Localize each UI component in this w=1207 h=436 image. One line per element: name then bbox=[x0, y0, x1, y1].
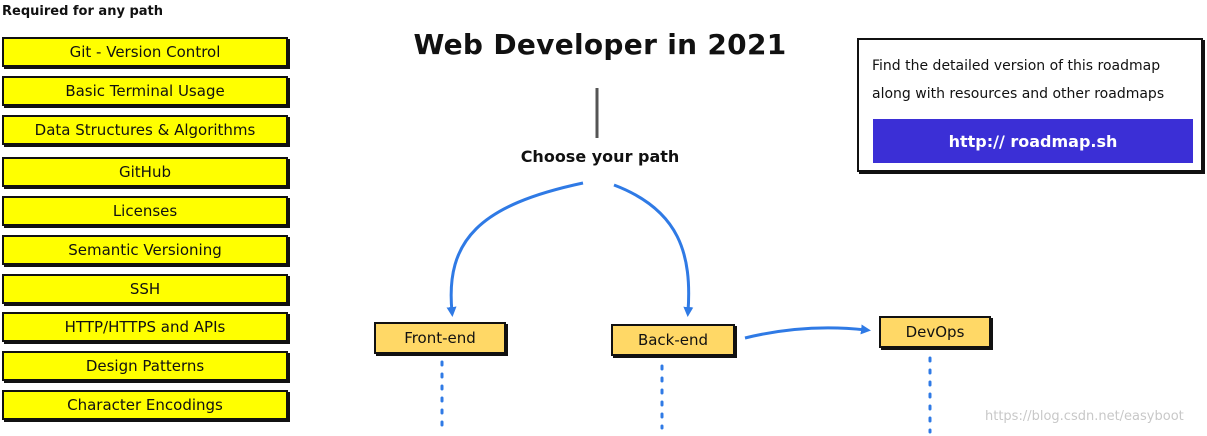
topic-semantic-versioning[interactable]: Semantic Versioning bbox=[2, 235, 288, 265]
topic-http-apis[interactable]: HTTP/HTTPS and APIs bbox=[2, 312, 288, 342]
info-text-line-1: Find the detailed version of this roadma… bbox=[872, 58, 1161, 74]
required-heading: Required for any path bbox=[2, 4, 164, 19]
topic-licenses[interactable]: Licenses bbox=[2, 196, 288, 226]
watermark-text: https://blog.csdn.net/easyboot bbox=[985, 409, 1184, 424]
topic-terminal[interactable]: Basic Terminal Usage bbox=[2, 76, 288, 106]
choose-path-label: Choose your path bbox=[520, 147, 680, 166]
path-frontend[interactable]: Front-end bbox=[374, 322, 506, 354]
topic-github[interactable]: GitHub bbox=[2, 157, 288, 187]
arrow-to-backend bbox=[613, 183, 694, 317]
info-text-line-2: along with resources and other roadmaps bbox=[872, 86, 1165, 102]
roadmap-info-box: Find the detailed version of this roadma… bbox=[857, 38, 1203, 172]
arrow-to-frontend bbox=[446, 181, 584, 317]
topic-character-encodings[interactable]: Character Encodings bbox=[2, 390, 288, 420]
topic-ssh[interactable]: SSH bbox=[2, 274, 288, 304]
topic-design-patterns[interactable]: Design Patterns bbox=[2, 351, 288, 381]
roadmap-title: Web Developer in 2021 bbox=[413, 28, 787, 61]
topic-git[interactable]: Git - Version Control bbox=[2, 37, 288, 67]
topic-data-structures[interactable]: Data Structures & Algorithms bbox=[2, 115, 288, 145]
path-devops[interactable]: DevOps bbox=[879, 316, 991, 348]
arrow-to-devops bbox=[744, 324, 871, 340]
roadmap-link-button[interactable]: http:// roadmap.sh bbox=[873, 119, 1193, 163]
path-backend[interactable]: Back-end bbox=[611, 324, 735, 356]
